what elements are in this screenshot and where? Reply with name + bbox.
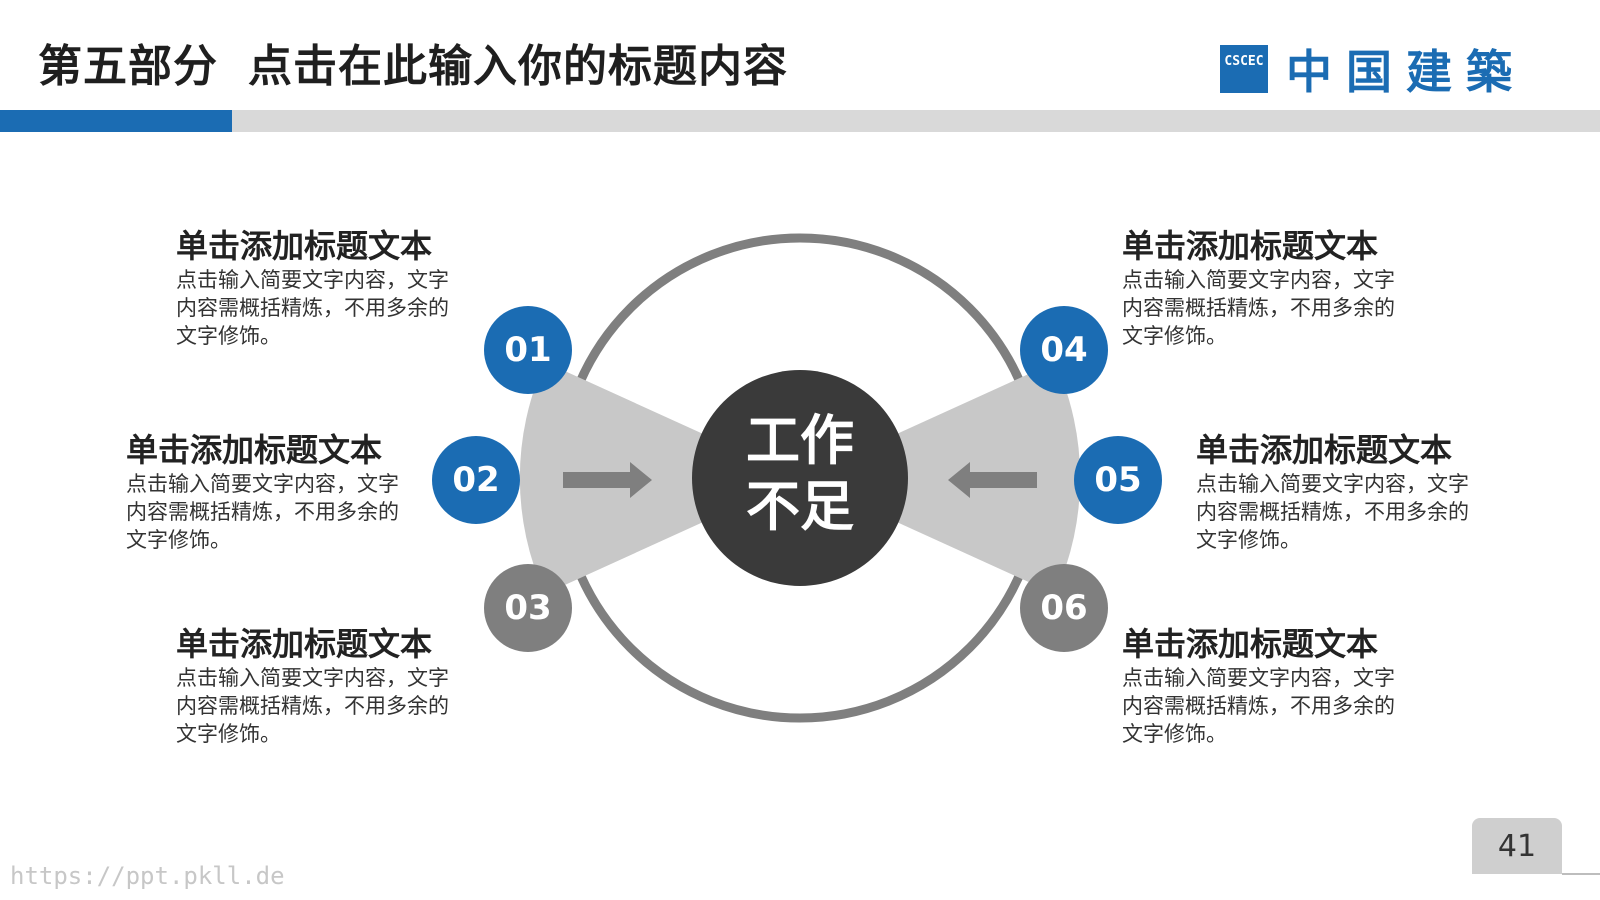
- page-number-underline: [1562, 873, 1600, 875]
- number-circle-04: 04: [1020, 306, 1108, 394]
- number-circle-02: 02: [432, 436, 520, 524]
- center-label: 工作 不足: [700, 408, 900, 540]
- number-circle-01: 01: [484, 306, 572, 394]
- right-arrow-icon: [563, 462, 652, 498]
- block-title: 单击添加标题文本: [1122, 227, 1379, 265]
- center-line-2: 不足: [746, 475, 854, 538]
- block-body: 点击输入简要文字内容，文字内容需概括精炼，不用多余的文字修饰。: [126, 472, 399, 552]
- page-number: 41: [1472, 818, 1562, 874]
- block-body: 点击输入简要文字内容，文字内容需概括精炼，不用多余的文字修饰。: [176, 666, 449, 746]
- header-divider: [0, 110, 1600, 132]
- block-body: 点击输入简要文字内容，文字内容需概括精炼，不用多余的文字修饰。: [176, 268, 449, 348]
- block-body: 点击输入简要文字内容，文字内容需概括精炼，不用多余的文字修饰。: [1196, 472, 1469, 552]
- text-block-01: 单击添加标题文本 点击输入简要文字内容，文字内容需概括精炼，不用多余的文字修饰。: [176, 226, 466, 350]
- brand-logo: CSCEC 中国建築: [1220, 36, 1526, 102]
- block-body: 点击输入简要文字内容，文字内容需概括精炼，不用多余的文字修饰。: [1122, 268, 1395, 348]
- section-label: 第五部分: [38, 41, 218, 92]
- number-circle-05: 05: [1074, 436, 1162, 524]
- brand-name: 中国建築: [1286, 45, 1526, 99]
- block-title: 单击添加标题文本: [176, 227, 433, 265]
- number-circle-03: 03: [484, 564, 572, 652]
- text-block-02: 单击添加标题文本 点击输入简要文字内容，文字内容需概括精炼，不用多余的文字修饰。: [126, 430, 416, 554]
- page-title: 第五部分点击在此输入你的标题内容: [38, 30, 788, 94]
- right-fan-shape: [800, 362, 1081, 594]
- center-line-1: 工作: [746, 409, 854, 472]
- block-title: 单击添加标题文本: [176, 625, 433, 663]
- block-title: 单击添加标题文本: [1196, 431, 1453, 469]
- text-block-05: 单击添加标题文本 点击输入简要文字内容，文字内容需概括精炼，不用多余的文字修饰。: [1196, 430, 1486, 554]
- watermark-url: https://ppt.pkll.de: [10, 862, 285, 890]
- brand-mark-text: CSCEC: [1224, 54, 1264, 69]
- text-block-04: 单击添加标题文本 点击输入简要文字内容，文字内容需概括精炼，不用多余的文字修饰。: [1122, 226, 1412, 350]
- header-accent-bar: [0, 110, 232, 132]
- text-block-03: 单击添加标题文本 点击输入简要文字内容，文字内容需概括精炼，不用多余的文字修饰。: [176, 624, 466, 748]
- cscec-logo-icon: CSCEC: [1220, 45, 1268, 93]
- number-circle-06: 06: [1020, 564, 1108, 652]
- block-body: 点击输入简要文字内容，文字内容需概括精炼，不用多余的文字修饰。: [1122, 666, 1395, 746]
- left-arrow-icon: [948, 462, 1037, 498]
- center-circle: [692, 370, 908, 586]
- text-block-06: 单击添加标题文本 点击输入简要文字内容，文字内容需概括精炼，不用多余的文字修饰。: [1122, 624, 1412, 748]
- block-title: 单击添加标题文本: [126, 431, 383, 469]
- block-title: 单击添加标题文本: [1122, 625, 1379, 663]
- title-text: 点击在此输入你的标题内容: [248, 41, 788, 92]
- left-fan-shape: [519, 362, 800, 594]
